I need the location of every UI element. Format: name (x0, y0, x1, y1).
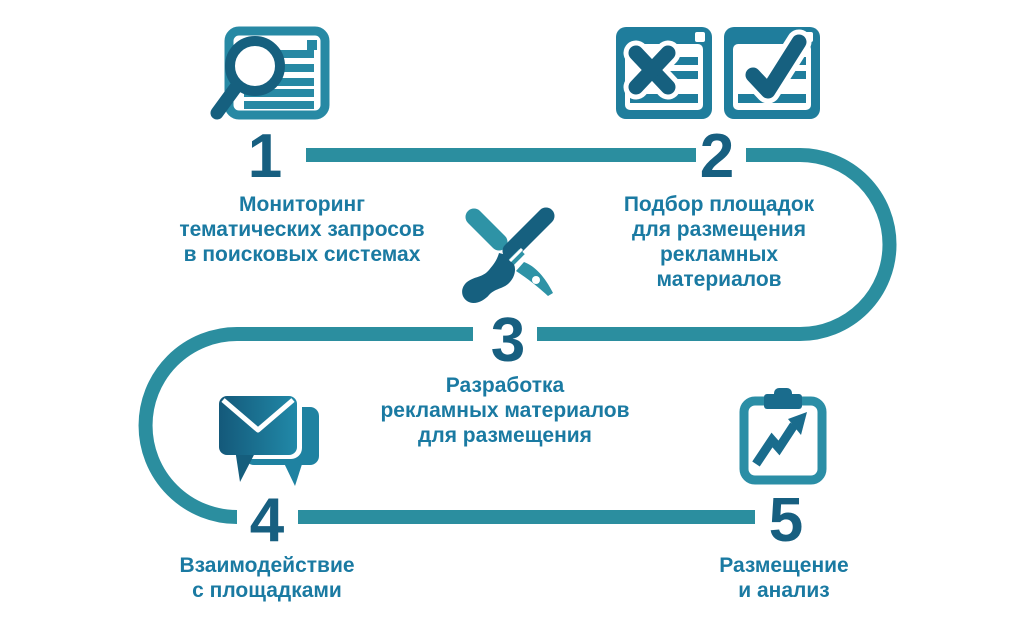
step-3-number: 3 (490, 306, 526, 375)
flow-segment-3-4 (138, 327, 473, 524)
brush-and-pen-icon (462, 207, 555, 304)
rejected-window-icon (616, 27, 712, 119)
step-4-number: 4 (249, 486, 285, 555)
step-2-number: 2 (699, 122, 735, 191)
search-results-window-icon (210, 26, 330, 120)
clipboard-growth-chart-icon (739, 388, 827, 485)
step-1-number: 1 (247, 122, 283, 191)
chat-envelope-icon (214, 391, 319, 486)
reject-approve-windows-icon (616, 27, 820, 119)
flow-segment-2-3 (537, 148, 897, 341)
approved-window-icon (724, 27, 820, 119)
step-5-number: 5 (768, 486, 804, 555)
